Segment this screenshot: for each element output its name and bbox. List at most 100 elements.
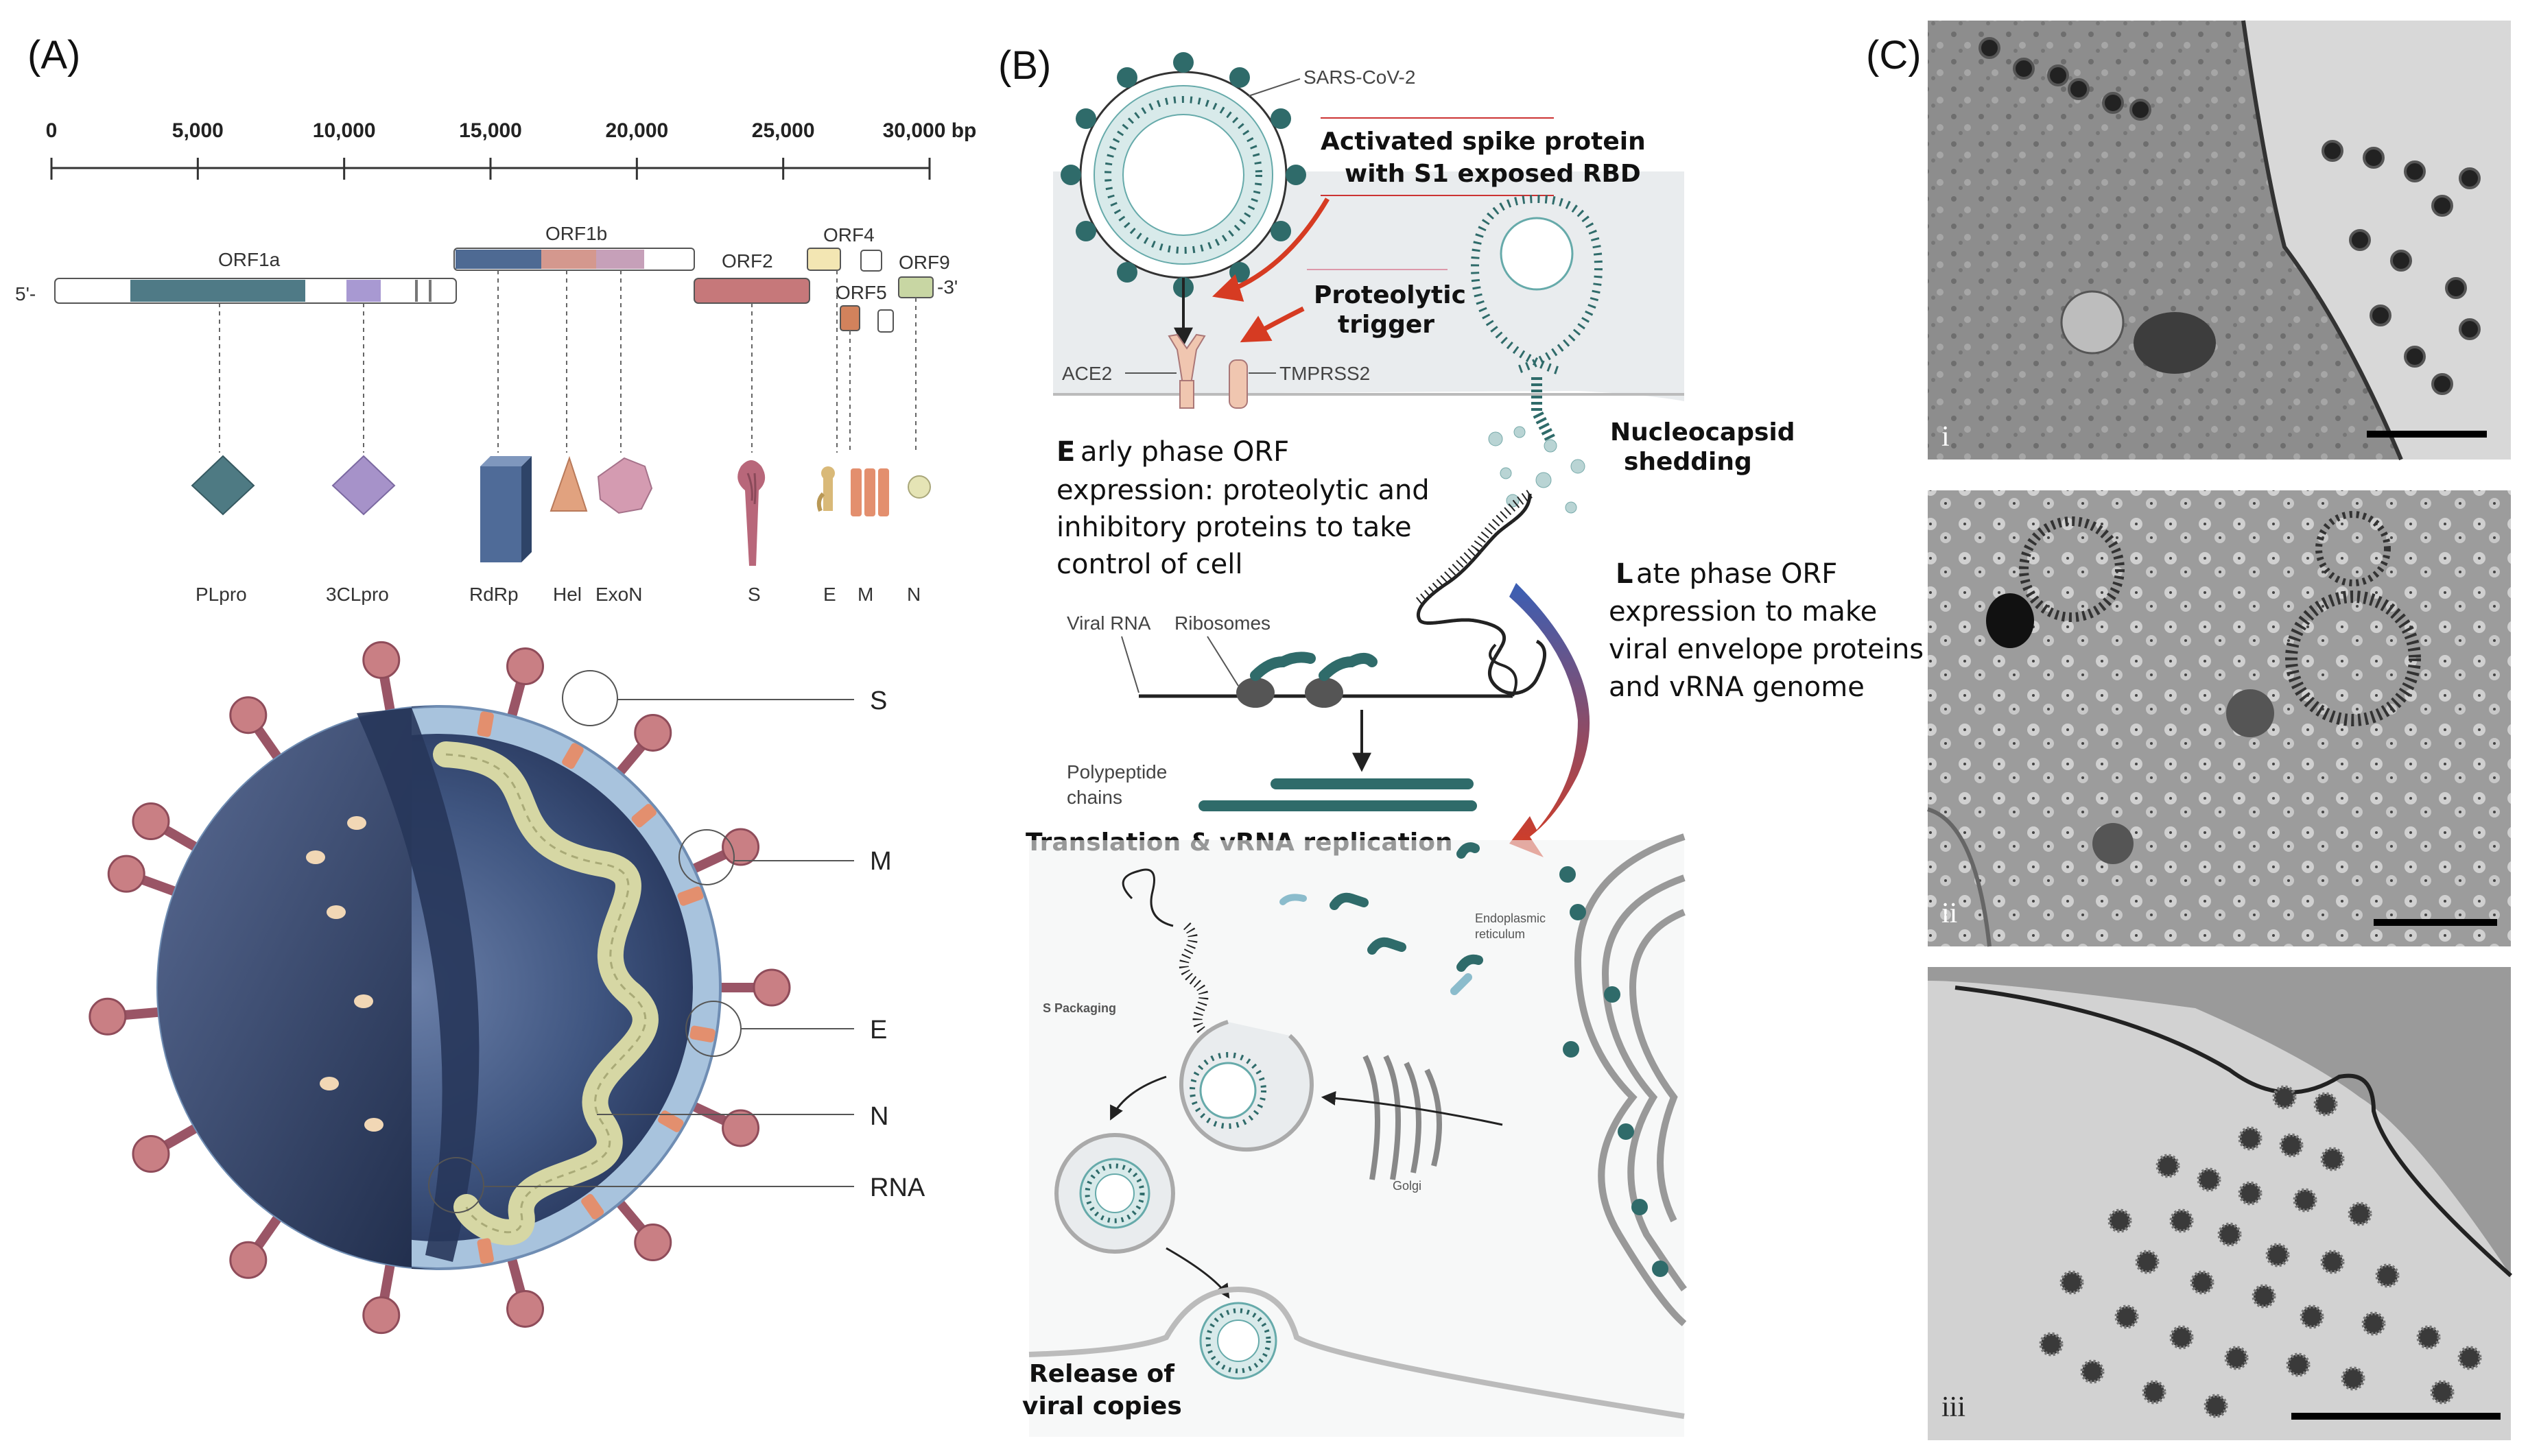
virus-spike — [1271, 221, 1292, 241]
em-virus-particle — [2238, 1126, 2263, 1151]
e-protein-icon — [816, 466, 835, 512]
plpro-icon — [191, 455, 255, 516]
orf2-bar — [694, 278, 810, 304]
shell-particle — [320, 1077, 339, 1090]
virus-spikes — [1061, 52, 1306, 298]
orf1b-bar — [453, 248, 695, 271]
em-virus-particle — [2363, 147, 2385, 169]
sars-cov-2-virion — [1061, 52, 1306, 298]
spike-head — [634, 713, 672, 752]
em-virus-particle — [2047, 64, 2069, 86]
em-virus-particle — [2059, 1270, 2084, 1295]
em-virus-particle — [2013, 58, 2035, 80]
protein-labels: PLpro 3CLpro RdRp Hel ExoN S E M N — [196, 584, 921, 605]
virion-label-rna: RNA — [870, 1173, 925, 1202]
mature-vesicle — [1054, 1133, 1175, 1254]
em-virus-particle — [2129, 99, 2151, 121]
virus-spike — [1229, 67, 1250, 88]
virus-spike — [1271, 108, 1292, 129]
spike-head — [506, 647, 545, 686]
virus-spike — [1117, 262, 1137, 283]
shedding-label-line2: shedding — [1624, 448, 1752, 476]
em-virus-particle — [2286, 1352, 2311, 1377]
m-protein — [581, 1193, 604, 1219]
em-virus-particle — [2459, 318, 2481, 340]
virion-label-m: M — [870, 847, 892, 876]
er-ribosome — [1631, 1199, 1648, 1215]
em-virus-particle — [2457, 1346, 2482, 1370]
protein-label-exon: ExoN — [595, 584, 642, 605]
late-line2: expression to make — [1609, 596, 1877, 628]
orf-small-2 — [877, 309, 894, 333]
em-virus-particle — [1978, 37, 2000, 59]
axis-tick-label: 10,000 — [313, 119, 376, 142]
virion-spikes — [88, 641, 791, 1335]
protein-label-n: N — [907, 584, 921, 605]
scale-bar-ii — [2374, 919, 2497, 926]
hel-icon — [550, 455, 588, 512]
spike-head — [107, 855, 145, 893]
em-virus-particle — [2430, 1380, 2455, 1405]
tmprss2-label: TMPRSS2 — [1279, 363, 1370, 384]
late-initial: L — [1616, 558, 1633, 590]
release-label-line2: viral copies — [1022, 1392, 1182, 1420]
new-spike-proteins — [1279, 842, 1483, 995]
em-virus-particle — [2375, 1263, 2400, 1288]
er-ribosomes — [1559, 866, 1668, 1277]
em-virus-particle — [2416, 1325, 2441, 1350]
virus-spike — [1117, 67, 1137, 88]
early-phase-text: E arly phase ORF expression: proteolytic… — [1056, 436, 1430, 580]
axis-tick-label: 5,000 — [172, 119, 224, 142]
orf1b-label: ORF1b — [545, 223, 607, 244]
orf4-bar — [807, 248, 841, 271]
m-protein-icon — [851, 468, 889, 516]
shedding-particles — [1488, 426, 1585, 514]
spike-protein-icon — [737, 460, 766, 566]
virion-label-n: N — [870, 1102, 888, 1131]
trigger-arrow — [1240, 306, 1305, 343]
em-virus-particle — [2341, 1366, 2365, 1391]
m-protein — [477, 1238, 494, 1264]
micrograph-label-i: i — [1941, 421, 1950, 453]
protein-label-e: E — [823, 584, 836, 605]
virus-spike — [1061, 165, 1081, 185]
micrograph-label-ii: ii — [1941, 898, 1957, 929]
em-virus-particle — [2404, 160, 2426, 182]
virion-label-e: E — [870, 1016, 887, 1045]
micrograph-label-iii: iii — [1941, 1392, 1965, 1423]
em-virus-particle — [2320, 1147, 2345, 1171]
entering-virion — [1470, 194, 1603, 442]
em-virus-particle — [2102, 92, 2124, 114]
em-virus-particle — [2135, 1250, 2160, 1274]
orf5-bar — [840, 305, 860, 331]
shell-particle — [364, 1118, 383, 1132]
polypeptide-label-line2: chains — [1067, 787, 1122, 808]
em-virus-particle — [2224, 1346, 2249, 1370]
em-virus-particle — [2252, 1284, 2276, 1309]
virus-particles-iii — [2039, 1085, 2482, 1418]
em-virus-particle — [2217, 1222, 2242, 1247]
five-prime-end: 5'- — [15, 283, 36, 305]
em-virus-particle — [2348, 1202, 2372, 1226]
spike-head — [132, 802, 170, 840]
virus-spike — [1229, 262, 1250, 283]
shell-particle — [306, 850, 325, 864]
spike-head — [88, 997, 127, 1036]
rdrp-icon — [480, 456, 532, 562]
er-label-line2: reticulum — [1475, 927, 1525, 941]
released-rna-coil — [1416, 493, 1547, 695]
em-virus-particle — [2431, 373, 2453, 395]
axis-tick-label: 0 — [46, 119, 58, 142]
spike-head — [634, 1224, 672, 1262]
panel-label-b: (B) — [998, 43, 1051, 88]
virus-spike — [1286, 165, 1306, 185]
release-membrane — [1028, 1286, 1685, 1419]
em-virus-particle — [2390, 250, 2412, 272]
em-virus-particle — [2039, 1332, 2064, 1357]
early-line2: expression: proteolytic and — [1056, 475, 1430, 506]
virus-label: SARS-CoV-2 — [1303, 67, 1415, 88]
em-virus-particle — [2107, 1208, 2132, 1233]
3clpro-icon — [331, 455, 396, 516]
em-virus-particle — [2322, 140, 2343, 162]
